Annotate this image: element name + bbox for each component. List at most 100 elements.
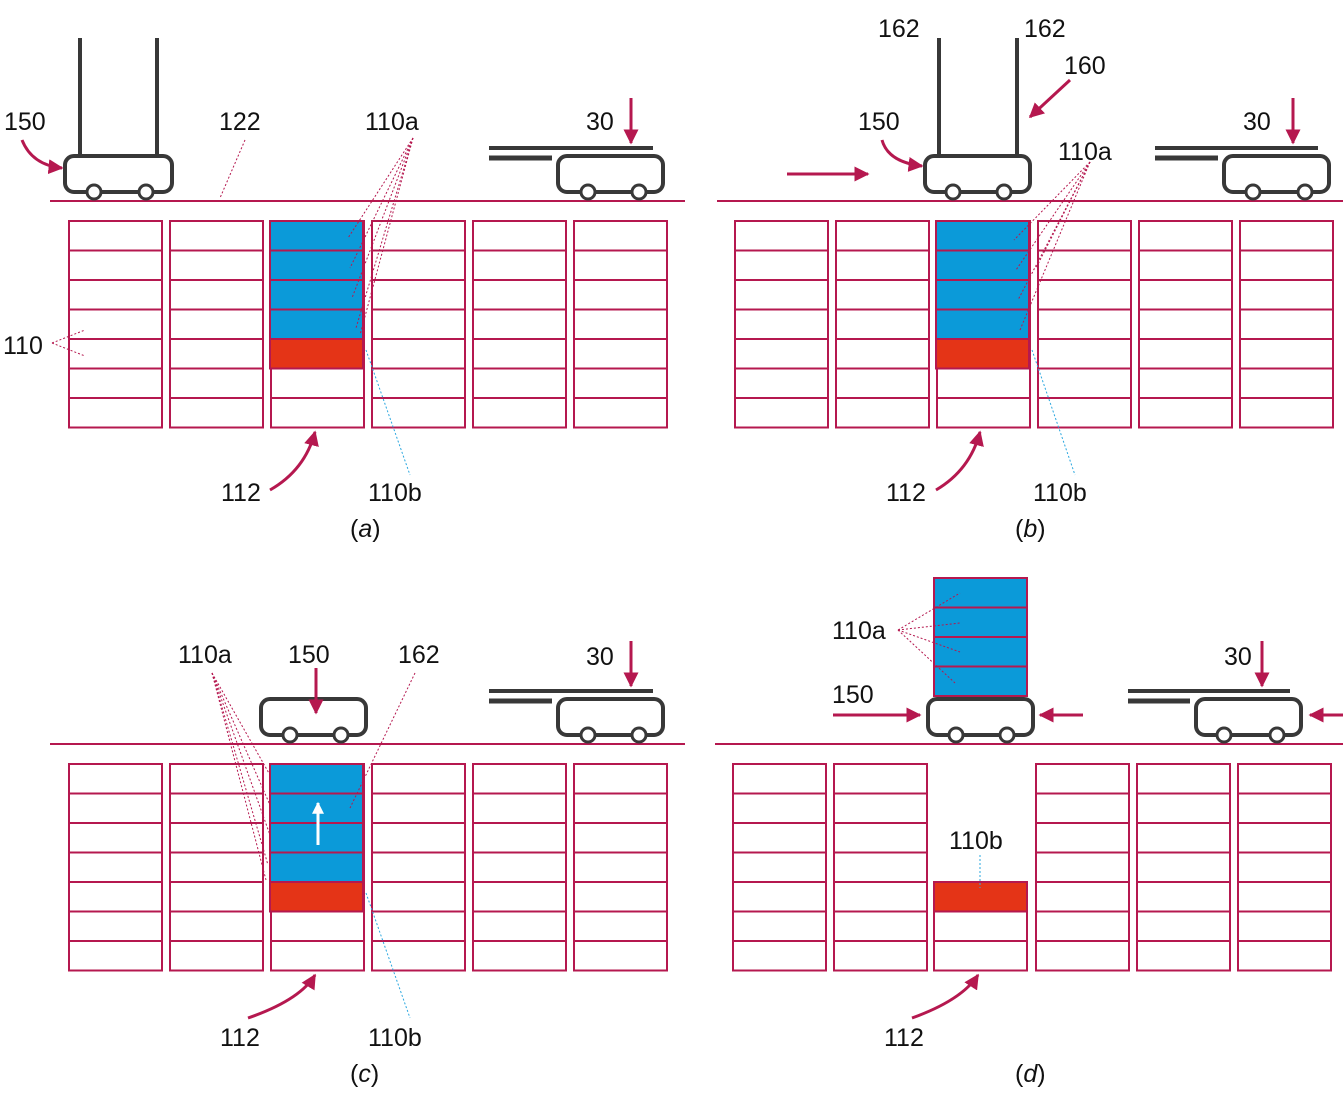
storage-cell bbox=[835, 279, 930, 311]
storage-cell bbox=[68, 851, 163, 883]
caption-b: (b) bbox=[1015, 515, 1046, 543]
storage-cell bbox=[371, 338, 466, 370]
storage-cell bbox=[472, 940, 567, 972]
storage-cell bbox=[169, 881, 264, 913]
label-110a: 110a bbox=[178, 641, 232, 669]
robot-30 bbox=[489, 689, 665, 744]
storage-cell bbox=[472, 338, 567, 370]
label-150: 150 bbox=[4, 108, 46, 136]
arrow-112-b bbox=[935, 430, 984, 492]
grid-columns-c bbox=[68, 763, 668, 972]
label-162-right: 162 bbox=[1024, 15, 1066, 43]
label-122: 122 bbox=[219, 108, 261, 136]
storage-cell bbox=[68, 220, 163, 252]
storage-cell bbox=[573, 940, 668, 972]
target-bin-110b bbox=[935, 338, 1030, 370]
storage-cell bbox=[734, 367, 829, 399]
label-30: 30 bbox=[586, 108, 614, 136]
storage-cell bbox=[835, 220, 930, 252]
storage-cell bbox=[732, 940, 827, 972]
label-162-left: 162 bbox=[878, 15, 920, 43]
label-30: 30 bbox=[1243, 108, 1271, 136]
label-110a: 110a bbox=[1058, 138, 1112, 166]
storage-cell bbox=[833, 763, 928, 795]
storage-cell bbox=[573, 397, 668, 429]
label-110a: 110a bbox=[365, 108, 419, 136]
storage-cell bbox=[1136, 822, 1231, 854]
storage-cell bbox=[1138, 338, 1233, 370]
storage-cell bbox=[573, 792, 668, 824]
storage-cell bbox=[833, 910, 928, 942]
storage-cell bbox=[472, 308, 567, 340]
storage-cell bbox=[68, 940, 163, 972]
lifted-bin-stack-110a bbox=[933, 577, 1028, 697]
label-30: 30 bbox=[1224, 643, 1252, 671]
storage-cell bbox=[371, 279, 466, 311]
storage-cell bbox=[68, 910, 163, 942]
storage-cell bbox=[1239, 220, 1334, 252]
label-110b: 110b bbox=[368, 479, 422, 507]
label-110: 110 bbox=[3, 332, 43, 360]
storage-cell bbox=[573, 822, 668, 854]
storage-cell bbox=[1037, 220, 1132, 252]
storage-cell bbox=[1138, 308, 1233, 340]
label-110b: 110b bbox=[1033, 479, 1087, 507]
target-bin-110b bbox=[933, 881, 1028, 913]
target-bin-110b bbox=[269, 881, 364, 913]
storage-cell bbox=[1239, 249, 1334, 281]
storage-cell bbox=[472, 822, 567, 854]
storage-cell bbox=[68, 763, 163, 795]
storage-cell bbox=[270, 367, 365, 399]
storage-cell bbox=[371, 822, 466, 854]
storage-cell bbox=[169, 220, 264, 252]
storage-cell bbox=[472, 220, 567, 252]
storage-cell bbox=[833, 881, 928, 913]
storage-cell bbox=[371, 397, 466, 429]
label-112: 112 bbox=[886, 479, 926, 507]
label-162: 162 bbox=[398, 641, 440, 669]
storage-cell bbox=[732, 792, 827, 824]
robot-150 bbox=[259, 697, 368, 744]
storage-cell bbox=[1138, 249, 1233, 281]
storage-cell bbox=[833, 851, 928, 883]
storage-cell bbox=[734, 249, 829, 281]
storage-cell bbox=[68, 822, 163, 854]
storage-cell bbox=[68, 367, 163, 399]
arrow-150-b bbox=[880, 139, 924, 172]
storage-cell bbox=[1136, 851, 1231, 883]
storage-cell bbox=[833, 792, 928, 824]
storage-cell bbox=[472, 279, 567, 311]
storage-cell bbox=[734, 397, 829, 429]
storage-cell bbox=[169, 308, 264, 340]
leader-lines-c bbox=[211, 672, 416, 881]
storage-cell bbox=[371, 881, 466, 913]
storage-cell bbox=[169, 910, 264, 942]
storage-cell bbox=[734, 220, 829, 252]
caption-a: (a) bbox=[350, 515, 381, 543]
label-110b: 110b bbox=[368, 1024, 422, 1052]
storage-cell bbox=[1035, 940, 1130, 972]
storage-cell bbox=[371, 851, 466, 883]
storage-cell bbox=[573, 851, 668, 883]
robot-150 bbox=[926, 697, 1035, 744]
grid-columns-d bbox=[732, 763, 1332, 972]
storage-cell bbox=[835, 367, 930, 399]
storage-cell bbox=[835, 308, 930, 340]
storage-cell bbox=[734, 338, 829, 370]
storage-cell bbox=[1037, 249, 1132, 281]
panel-a: 150 122 110a 30 110 112 110b (a) bbox=[3, 38, 685, 543]
storage-cell bbox=[1037, 397, 1132, 429]
grid-columns-b bbox=[734, 220, 1334, 429]
storage-cell bbox=[573, 338, 668, 370]
leader-lines-a bbox=[51, 137, 414, 357]
label-110b: 110b bbox=[949, 827, 1003, 855]
storage-cell bbox=[371, 367, 466, 399]
storage-cell bbox=[1239, 279, 1334, 311]
storage-cell bbox=[573, 881, 668, 913]
label-112: 112 bbox=[221, 479, 261, 507]
storage-cell bbox=[68, 338, 163, 370]
storage-cell bbox=[169, 763, 264, 795]
storage-cell bbox=[835, 338, 930, 370]
storage-cell bbox=[68, 249, 163, 281]
storage-cell bbox=[169, 792, 264, 824]
